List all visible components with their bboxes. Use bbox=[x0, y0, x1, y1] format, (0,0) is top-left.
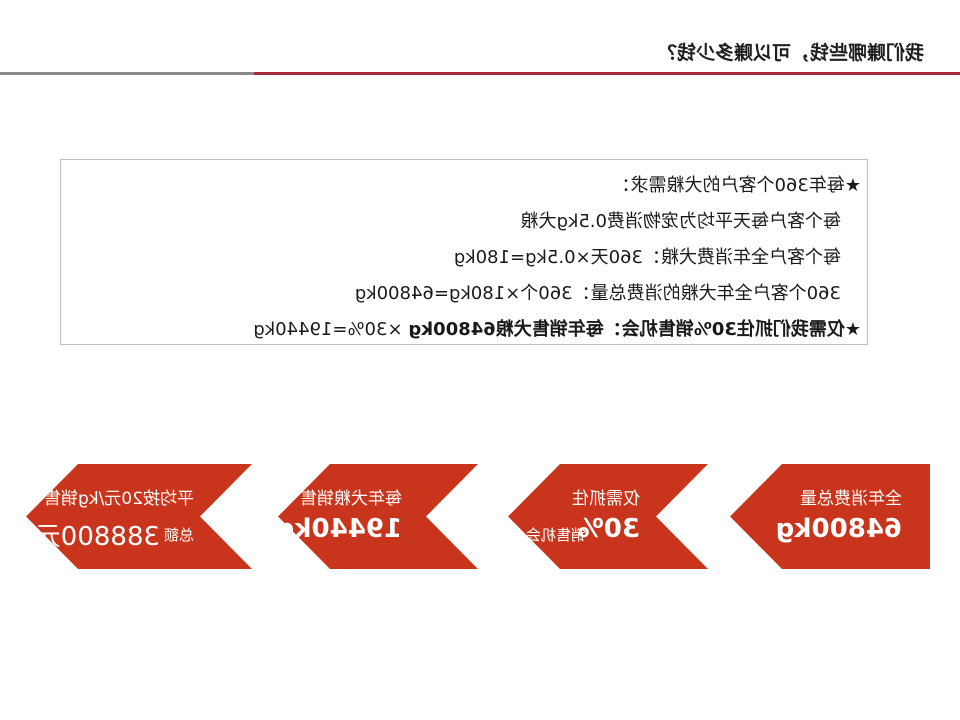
step-sales-share: 仅需抓住 30% 销售机会 bbox=[508, 464, 708, 569]
step-total-consumption: 全年消费总量 64800kg bbox=[730, 464, 930, 569]
step-2-label: 仅需抓住 bbox=[572, 489, 640, 509]
step-4-label: 平均按20元/kg销售 bbox=[44, 489, 194, 509]
step-3-label: 每年犬粮销售 bbox=[300, 489, 402, 509]
step-1-value: 64800kg bbox=[775, 514, 902, 544]
step-1-label: 全年消费总量 bbox=[800, 489, 902, 509]
step-4-prefix: 总额 bbox=[163, 526, 194, 544]
step-2-value-suffix: 销售机会 bbox=[525, 526, 586, 544]
step-3-value: 19440kg bbox=[275, 514, 402, 544]
step-total-revenue: 平均按20元/kg销售 总额 388800元 bbox=[26, 464, 252, 569]
step-4-value: 388800元 bbox=[34, 522, 160, 552]
step-yearly-sales: 每年犬粮销售 19440kg bbox=[278, 464, 478, 569]
step-2-value: 30% bbox=[577, 514, 640, 544]
